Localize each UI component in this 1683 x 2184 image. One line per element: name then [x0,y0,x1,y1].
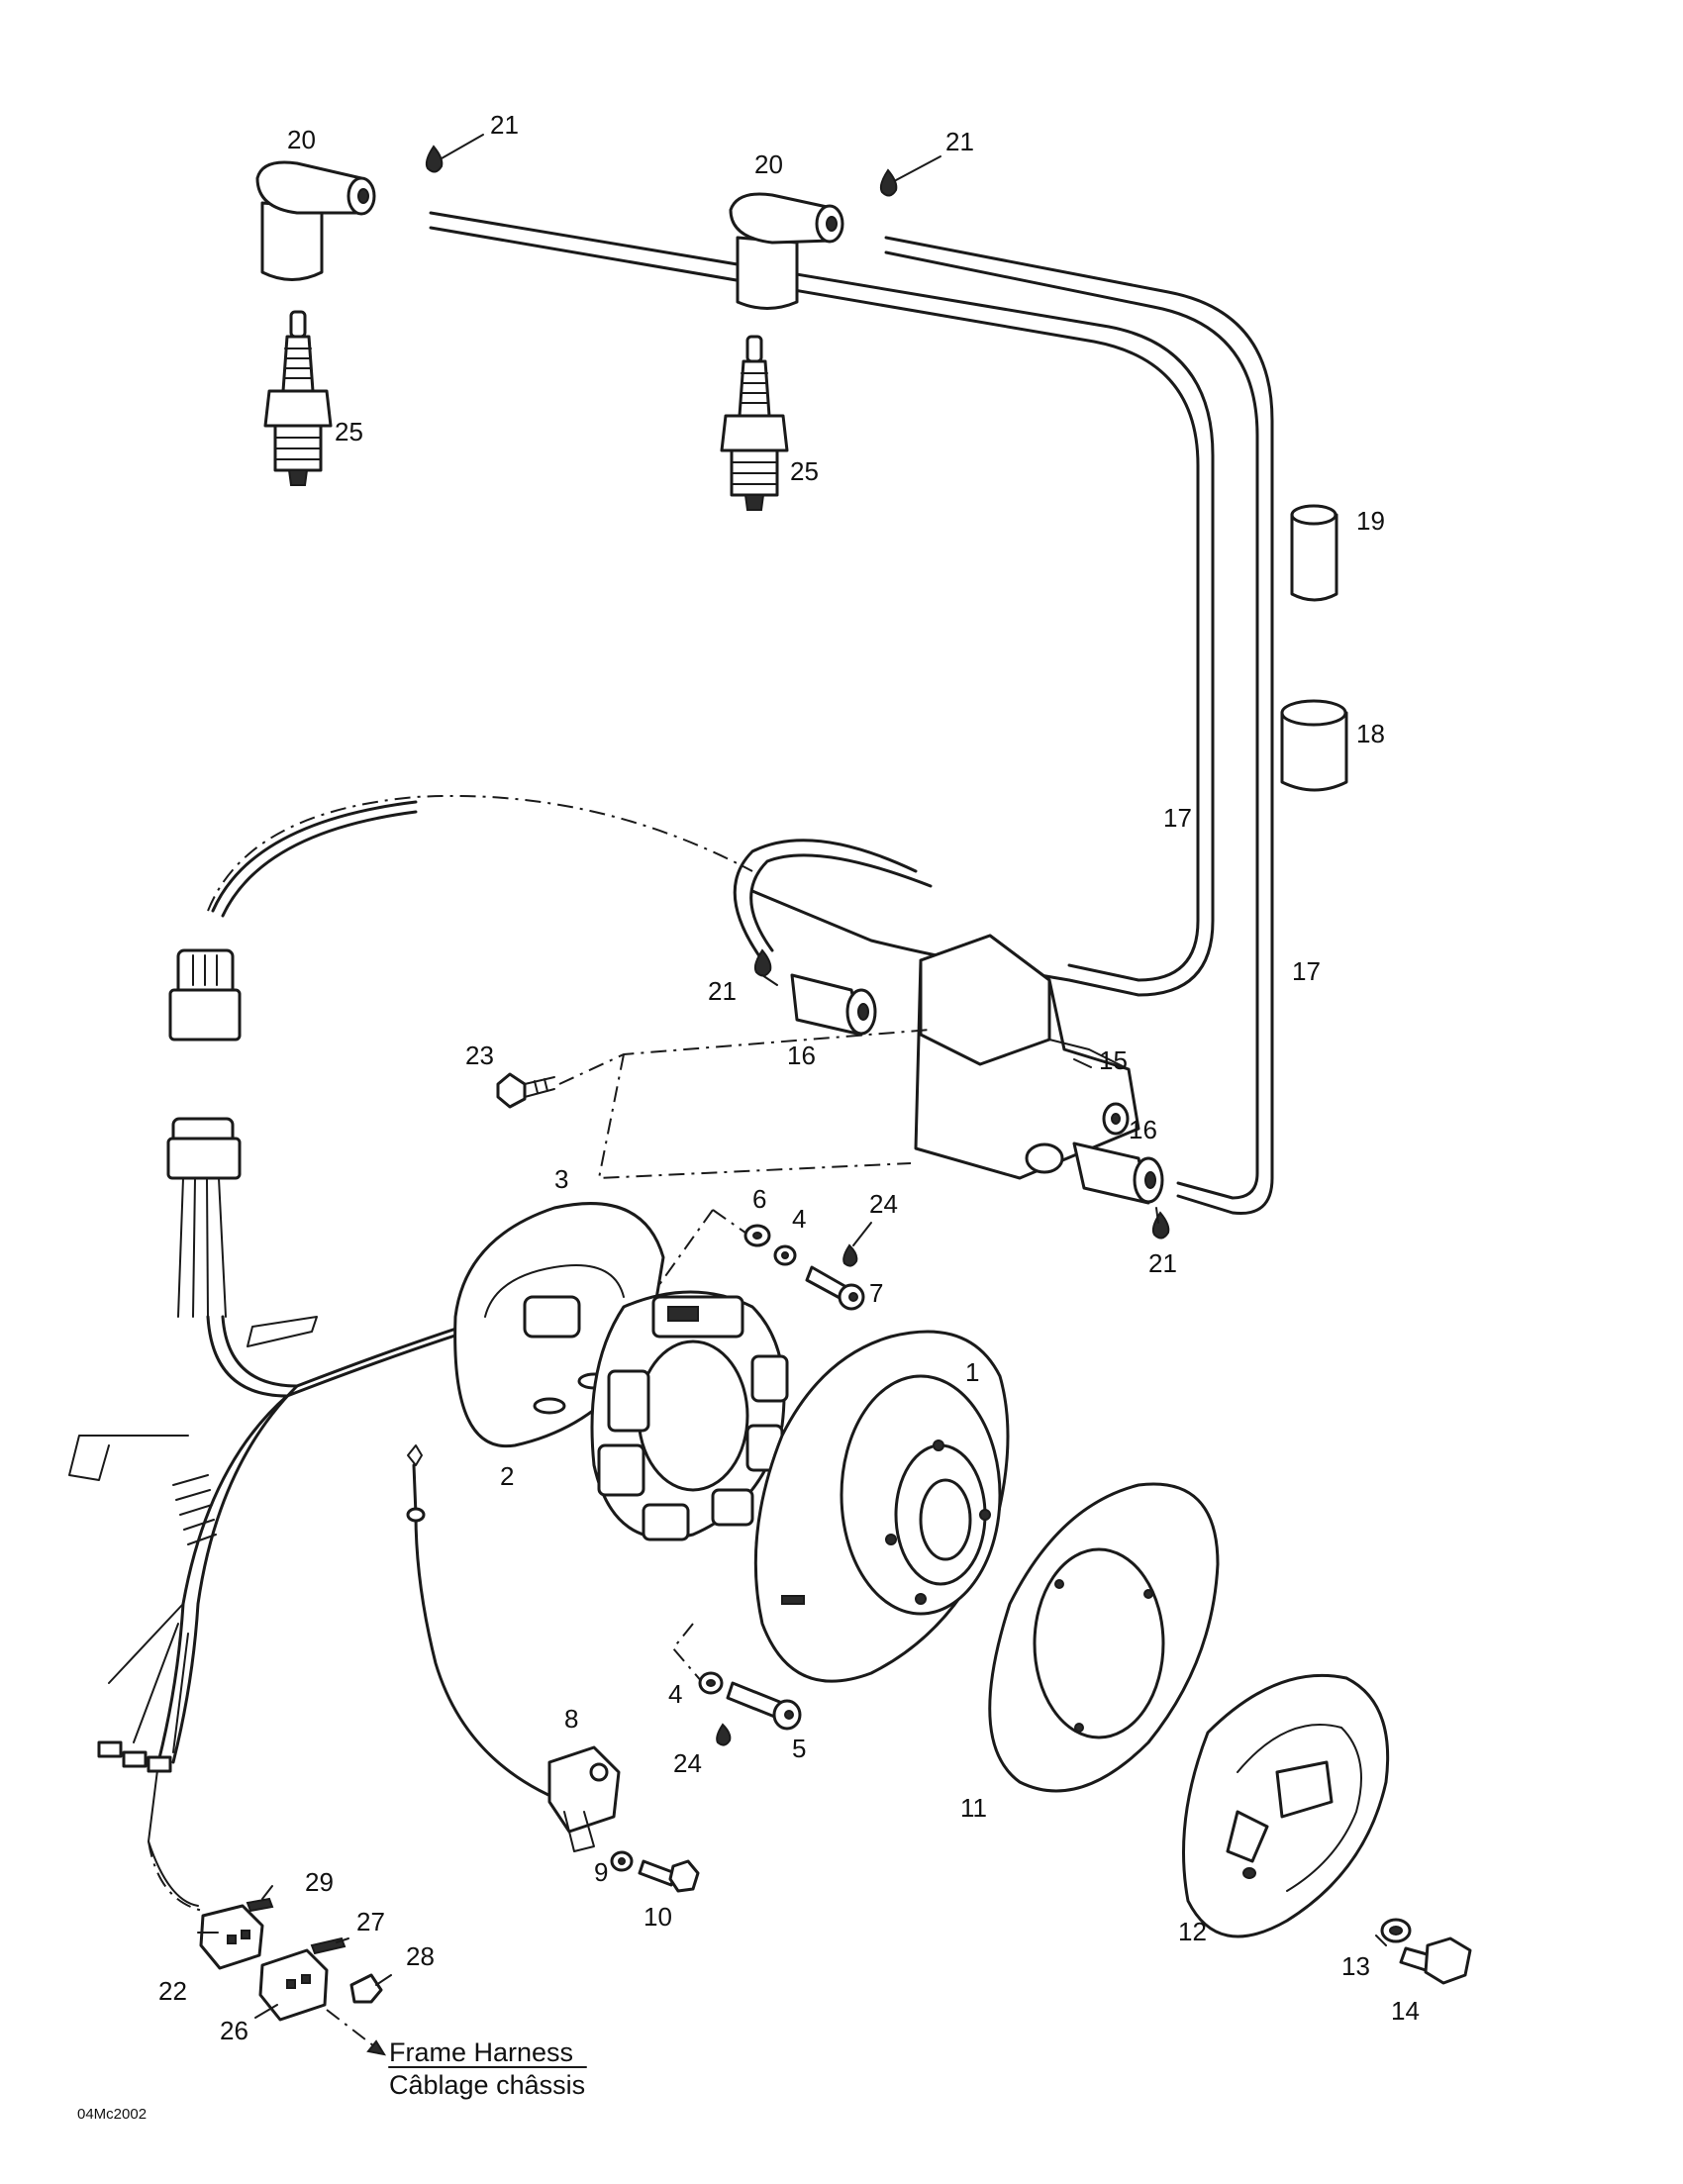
washer-4-lower [698,1671,724,1695]
callout-13: 13 [1341,1951,1370,1981]
callout-23: 23 [465,1041,494,1070]
callout-25-right: 25 [790,456,819,486]
callout-17-lower: 17 [1292,956,1321,986]
screw-7 [805,1265,865,1311]
callout-24-lower: 24 [673,1748,702,1778]
pin-29 [246,1897,274,1913]
callout-5: 5 [792,1734,806,1763]
callout-28: 28 [406,1941,435,1971]
coil-boot-upper [790,973,877,1037]
coil-ground-loop [733,839,933,962]
frame-harness-arrow [326,2009,387,2056]
callout-18: 18 [1356,719,1385,748]
connector-lower [166,1117,242,1318]
callout-3: 3 [554,1164,568,1194]
callout-22: 22 [158,1976,187,2006]
callout-24-upper: 24 [869,1189,898,1219]
callout-9: 9 [594,1857,608,1887]
spark-plug-right [720,335,789,511]
connector-22 [199,1904,264,1970]
coil-boot-lower [1072,1142,1164,1205]
callout-12: 12 [1178,1917,1207,1946]
spark-plug-cap-left [255,160,376,281]
callout-21-coil: 21 [708,976,737,1006]
high-tension-wire-left [429,211,1215,997]
flywheel [753,1330,1010,1683]
callout-26: 26 [220,2016,248,2045]
washer-6 [743,1224,771,1247]
frame-harness-label-fr: Câblage châssis [389,2070,585,2100]
callout-20-left: 20 [287,125,316,154]
leader-lines [197,134,1387,2019]
frame-harness-label-en: Frame Harness [389,2037,573,2067]
callout-16-lower: 16 [1129,1115,1157,1144]
screw-5 [726,1681,802,1731]
connector-26 [258,1948,329,2022]
washer-9 [610,1850,634,1872]
spark-plug-cap-right [729,192,844,310]
ring-gear [988,1482,1220,1793]
clamp-8 [547,1745,621,1852]
ground-wire [406,1444,566,1804]
figure-code: 04Mc2002 [77,2106,147,2123]
threadlock-24-lower-icon [716,1723,732,1746]
coil-harness-wire [207,794,753,918]
callout-20-right: 20 [754,149,783,179]
callout-6: 6 [752,1184,766,1214]
callout-2: 2 [500,1461,514,1491]
bolt-14 [1399,1936,1472,1985]
frame-harness-label: Frame Harness Câblage châssis [388,2037,587,2100]
callout-21-left: 21 [490,110,519,140]
sleeve-19 [1290,504,1338,602]
callout-15: 15 [1099,1045,1128,1075]
callout-11: 11 [960,1793,987,1823]
callout-14: 14 [1391,1996,1420,2026]
seal-28 [349,1973,383,2004]
callout-7: 7 [869,1278,883,1308]
spark-plug-left [263,310,333,486]
callout-27: 27 [356,1907,385,1936]
callout-8: 8 [564,1704,578,1734]
washer-4-upper [773,1244,797,1266]
callout-4-lower: 4 [668,1679,682,1709]
callout-labels: 20 21 20 21 25 25 19 18 17 17 21 16 23 1… [158,110,1420,2045]
sleeve-18 [1280,699,1348,792]
callout-29: 29 [305,1867,334,1897]
starter-cup [1182,1673,1390,1938]
ignition-coil [914,934,1140,1180]
connector-upper [168,948,242,1042]
callout-10: 10 [644,1902,672,1932]
washer-13 [1380,1918,1412,1943]
callout-19: 19 [1356,506,1385,536]
callout-16-upper: 16 [787,1041,816,1070]
callout-21-right: 21 [945,127,974,156]
stator [590,1290,789,1541]
callout-17-upper: 17 [1163,803,1192,833]
callout-4-upper: 4 [792,1204,806,1234]
coil-mounting-dash [558,1029,932,1180]
screw-10 [638,1859,700,1893]
screw-23 [496,1072,555,1109]
threadlock-24-upper-icon [842,1243,858,1267]
callout-1: 1 [965,1357,979,1387]
callout-25-left: 25 [335,417,363,447]
callout-21-lower: 21 [1148,1248,1177,1278]
high-tension-wire-right [884,236,1274,1216]
